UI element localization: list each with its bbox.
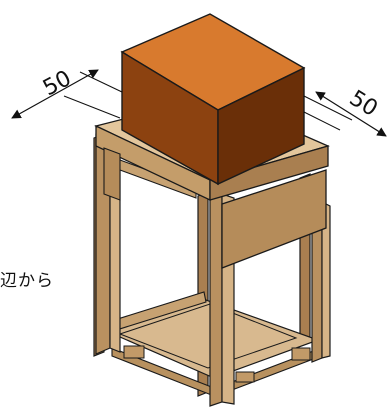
side-note-text: 辺から bbox=[0, 271, 54, 291]
dimension-right-arrow-line bbox=[315, 91, 387, 137]
platform-skirt-left-stub bbox=[103, 147, 121, 201]
bottom-block-center bbox=[235, 371, 255, 383]
orange-box bbox=[120, 13, 306, 186]
dimension-left-label: 50 bbox=[39, 66, 75, 101]
dimension-left-extension-1 bbox=[63, 95, 121, 119]
dimension-right-extension-2 bbox=[303, 111, 341, 131]
dimension-right: 50 bbox=[303, 86, 387, 137]
dimension-left-arrow-line bbox=[11, 69, 99, 119]
bottom-block-left bbox=[123, 345, 145, 359]
box-side-face bbox=[217, 66, 305, 186]
dimension-right-label: 50 bbox=[345, 86, 382, 122]
front-right-leg-side bbox=[321, 201, 331, 359]
dimension-left: 50 bbox=[11, 66, 123, 119]
platform-front-right-face bbox=[209, 145, 329, 201]
bottom-block-right bbox=[291, 347, 311, 361]
front-center-leg bbox=[209, 193, 223, 407]
platform-skirt-right bbox=[221, 169, 327, 269]
bottom-rail-inner bbox=[118, 303, 298, 369]
dimension-left-extension-2 bbox=[79, 71, 123, 93]
